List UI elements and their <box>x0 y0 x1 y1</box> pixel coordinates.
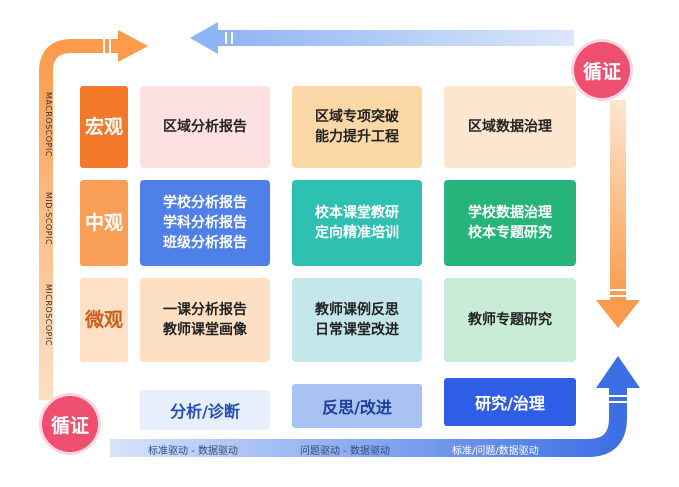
side-label-micro: MICROSCOPIC <box>44 284 53 346</box>
cell-line: 校本专题研究 <box>468 225 552 241</box>
action-research-governance: 研究/治理 <box>444 378 576 426</box>
cell-line: 学校分析报告 <box>163 195 247 211</box>
bottom-label-3: 标准/问题/数据驱动 <box>452 446 539 457</box>
cell-line: 教师课堂画像 <box>163 322 247 338</box>
cell-line: 区域数据治理 <box>468 119 552 135</box>
badge-evidence-top-right: 循证 <box>574 42 630 98</box>
cell-line: 教师课例反思 <box>315 302 399 318</box>
cell-line: 校本课堂教研 <box>315 205 399 221</box>
bottom-label-1: 标准驱动 - 数据驱动 <box>148 446 238 457</box>
cell-micro-research: 教师专题研究 <box>444 278 576 362</box>
level-micro: 微观 <box>80 278 128 362</box>
cell-micro-reflection: 教师课例反思日常课堂改进 <box>292 278 422 362</box>
top-left-orange-arrowhead <box>118 30 148 62</box>
level-macro-char-1: 宏 <box>84 116 104 138</box>
bottom-blue-path <box>110 388 627 457</box>
left-orange-path <box>39 39 118 400</box>
bottom-right-blue-arrowhead <box>596 356 640 388</box>
cell-line: 区域分析报告 <box>163 119 247 135</box>
cell-micro-analysis: 一课分析报告教师课堂画像 <box>140 278 270 362</box>
cell-mid-research: 学校数据治理校本专题研究 <box>444 180 576 266</box>
action-reflection-improvement: 反思/改进 <box>292 384 422 428</box>
cell-line: 能力提升工程 <box>315 129 399 145</box>
level-macro: 宏观 <box>80 86 128 168</box>
cell-line: 日常课堂改进 <box>315 322 399 338</box>
right-orange-arrowhead <box>596 300 640 328</box>
cell-line: 班级分析报告 <box>163 235 247 251</box>
cell-line: 教师专题研究 <box>468 312 552 328</box>
level-mid: 中观 <box>80 180 128 266</box>
cell-line: 一课分析报告 <box>163 302 247 318</box>
level-micro-char-1: 微 <box>84 309 104 331</box>
level-mid-char-1: 中 <box>84 212 104 234</box>
level-micro-char-2: 观 <box>104 309 124 331</box>
bottom-label-2: 问题驱动 - 数据驱动 <box>300 446 390 457</box>
cell-line: 学科分析报告 <box>163 215 247 231</box>
cell-macro-research: 区域数据治理 <box>444 86 576 168</box>
side-label-macro: MACROSCOPIC <box>44 92 53 157</box>
cell-macro-analysis: 区域分析报告 <box>140 86 270 168</box>
cell-mid-analysis: 学校分析报告学科分析报告班级分析报告 <box>140 180 270 266</box>
badge-evidence-bottom-left: 循证 <box>42 396 98 452</box>
cell-line: 定向精准培训 <box>315 225 399 241</box>
action-analysis-diagnosis: 分析/诊断 <box>140 390 270 430</box>
level-mid-char-2: 观 <box>104 212 124 234</box>
right-orange-bar <box>610 100 626 300</box>
side-label-mid: MID-SCOPIC <box>44 192 53 246</box>
cell-mid-reflection: 校本课堂教研定向精准培训 <box>292 180 422 266</box>
top-blue-arrowhead <box>190 22 218 54</box>
cell-line: 学校数据治理 <box>468 205 552 221</box>
top-blue-bar <box>218 30 574 46</box>
level-macro-char-2: 观 <box>104 116 124 138</box>
cell-line: 区域专项突破 <box>315 109 399 125</box>
cell-macro-reflection: 区域专项突破能力提升工程 <box>292 86 422 168</box>
